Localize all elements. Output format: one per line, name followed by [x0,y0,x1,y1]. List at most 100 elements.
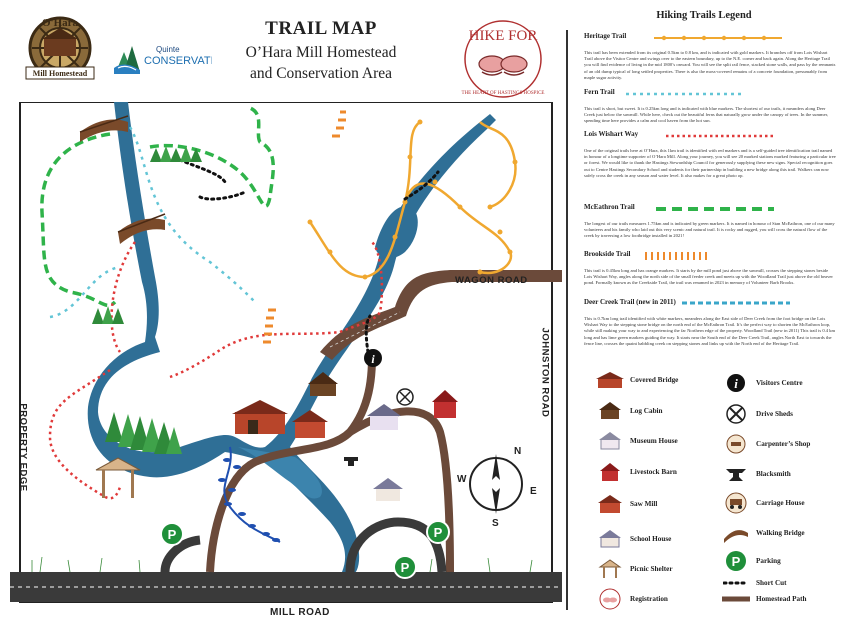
livestock-barn-icon [596,461,624,483]
svg-text:i: i [371,352,375,366]
legend-divider [566,30,568,610]
key-label: Covered Bridge [630,376,679,384]
saw-mill-building [292,410,328,438]
museum-house-building [367,404,401,430]
conservation-text: CONSERVATION [144,55,212,67]
svg-text:i: i [734,376,738,391]
lois-wishart-description: One of the original trails here at O’Har… [584,148,836,178]
brookside-heading: Brookside Trail [584,250,631,258]
compass-s: S [492,518,499,529]
key-covered-bridge: Covered Bridge [596,369,678,391]
blacksmith-marker [344,457,358,466]
mill-pond-outlet [238,447,322,499]
roadside-grass [31,556,533,573]
johnston-road-label: JOHNSTON ROAD [539,327,551,418]
walking-bridge-north [79,115,129,142]
drive-sheds-marker [396,388,414,406]
key-log-cabin: Log Cabin [596,400,663,422]
picnic-shelter [95,457,141,498]
svg-text:P: P [434,525,443,540]
road-west-entry [160,535,201,573]
visitors-centre-marker: i [364,349,382,367]
key-label: Livestock Barn [630,468,677,476]
forest-west [92,306,124,324]
fern-trail-heading: Fern Trail [584,88,615,96]
svg-text:P: P [732,554,741,569]
key-label: Registration [630,595,668,603]
wagon-road [320,270,562,360]
wagon-road-label: WAGON ROAD [455,275,528,286]
key-label: Walking Bridge [756,529,805,537]
ohara-mill-logo: O'Hara Mill Homestead [22,12,98,84]
hiking-trails-legend: Hiking Trails Legend Heritage Trail This… [566,6,842,626]
legend-title: Hiking Trails Legend [656,10,752,21]
compass-n: N [514,446,521,457]
covered-bridge-icon [596,369,624,391]
heritage-trail-sample [654,35,782,41]
saw-mill-icon [596,493,624,515]
hike-for-text: HIKE FOR [469,28,538,44]
key-label: Visitors Centre [756,379,803,387]
key-label: Saw Mill [630,500,658,508]
subtitle-line-1: O’Hara Mill Homestead [245,44,397,61]
homestead-path-icon [722,588,750,610]
key-label: Picnic Shelter [630,565,673,573]
map-title: TRAIL MAP [265,18,377,39]
heritage-markers [307,119,518,280]
compass-w: W [457,474,467,485]
key-registration: Registration [596,588,668,610]
key-homestead-path: Homestead Path [722,588,807,610]
mill-road-label: MILL ROAD [270,607,330,618]
school-house-icon [596,528,624,550]
key-label: Drive Sheds [756,410,793,418]
key-label: Homestead Path [756,595,807,603]
map-subtitle: O’Hara Mill Homestead and Conservation A… [232,42,410,84]
compass-e: E [530,486,537,497]
key-walking-bridge: Walking Bridge [722,522,805,544]
mceathron-heading: McEathron Trail [584,203,635,211]
key-drive-sheds: Drive Sheds [722,403,793,425]
key-visitors-centre: i Visitors Centre [722,372,803,394]
hike-for-hospice-logo: HIKE FOR THE HEART OF HASTINGS HOSPICE [454,14,552,104]
key-label: Museum House [630,437,678,445]
key-livestock-barn: Livestock Barn [596,461,677,483]
key-museum-house: Museum House [596,430,678,452]
forest-northwest [150,146,202,162]
carriage-house-icon [722,492,750,514]
heritage-trail-description: This trail has been extended from its or… [584,50,836,80]
deer-creek-description: This is 0.7km long trail identified with… [584,316,836,346]
key-carpenters-shop: Carpenter’s Shop [722,433,810,455]
key-label: Log Cabin [630,407,663,415]
fern-trail-sample [626,92,744,96]
lois-wishart-heading: Lois Wishart Way [584,130,639,138]
covered-bridge-building [232,400,288,434]
key-school-house: School House [596,528,671,550]
walking-bridge-icon [722,522,750,544]
short-cut-paths [178,158,440,366]
svg-text:P: P [401,560,410,575]
key-label: Blacksmith [756,470,791,478]
mceathron-description: The longest of our trails measures 1.75k… [584,221,835,239]
road-loop [345,517,447,573]
key-label: School House [630,535,672,543]
registration-icon [596,588,624,610]
brookside-trail [263,110,346,344]
key-label: Parking [756,557,781,565]
lois-wishart-trail [48,241,384,500]
map-canvas: i P P P N S E W [10,102,562,603]
deer-creek-leaves [218,458,280,542]
key-carriage-house: Carriage House [722,492,805,514]
visitors-centre-icon: i [722,372,750,394]
fern-trail-description: This trail is short, but sweet. It is 0.… [584,106,829,124]
parking-icon: P [722,550,750,572]
compass-rose: N S E W [457,446,537,529]
homestead-path-west [206,356,376,573]
log-cabin-building [308,372,338,396]
key-label: Carpenter’s Shop [756,440,811,448]
brookside-description: This trail is 0.45km long and has orange… [584,268,833,286]
key-parking: P Parking [722,550,781,572]
brookside-sample [645,252,707,260]
key-saw-mill: Saw Mill [596,493,657,515]
livestock-barn-building [432,390,458,418]
svg-text:P: P [168,527,177,542]
